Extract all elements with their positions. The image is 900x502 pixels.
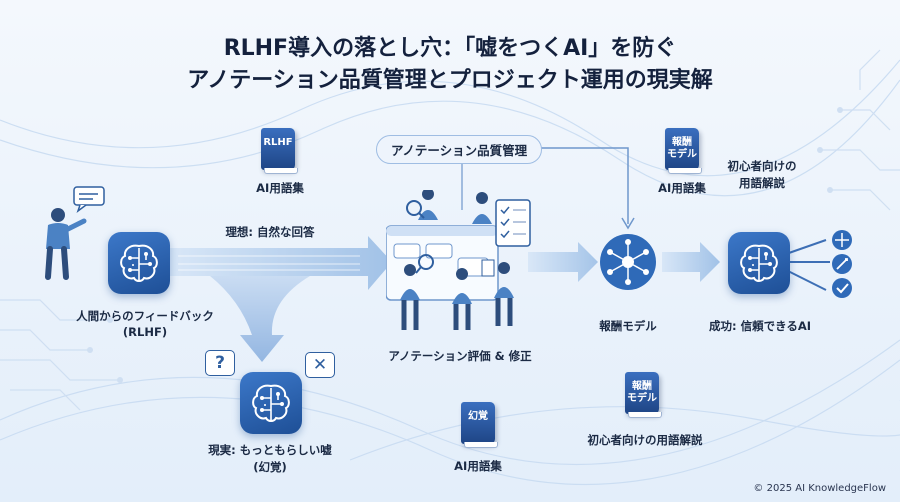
title-line-2: アノテーション品質管理とプロジェクト運用の現実解: [187, 68, 713, 93]
human-annotator-icon: [45, 186, 105, 280]
output-checks-icons: [832, 230, 852, 298]
question-bubble-icon: ?: [205, 350, 235, 376]
book-cover-line2: モデル: [627, 393, 657, 404]
hallucination-label: (幻覚): [253, 460, 287, 474]
reward-model-book-bottom-icon: 報酬モデル: [625, 372, 662, 418]
title-line-1: RLHF導入の落とし穴：「嘘をつくAI」を防ぐ: [223, 36, 677, 61]
reward-book-caption: AI用語集: [658, 181, 706, 195]
hallucination-brain-icon: [240, 372, 302, 434]
annotation-quality-pill: アノテーション品質管理: [376, 135, 543, 164]
glossary-note-bottom: 初心者向けの用語解説: [587, 433, 703, 447]
book-cover-text: 幻覚: [468, 411, 488, 422]
rlhf-glossary-book-icon: RLHF: [261, 128, 298, 174]
reality-label: 現実: もっともらしい嘘: [208, 443, 332, 457]
annotation-eval-label: アノテーション評価 & 修正: [388, 349, 532, 363]
cross-bubble-icon: ✕: [305, 352, 335, 378]
rlhf-brain-icon: [108, 232, 170, 294]
reward-model-book-icon: 報酬モデル: [665, 128, 702, 174]
human-feedback-label: 人間からのフィードバック: [76, 309, 214, 323]
success-brain-icon: [728, 232, 790, 294]
reward-model-label: 報酬モデル: [599, 319, 657, 333]
main-flow-arrow: [170, 236, 392, 290]
reward-model-network-icon: [600, 234, 656, 290]
annotation-team-illustration: [386, 190, 531, 330]
hallucination-glossary-book-icon: 幻覚: [461, 402, 498, 448]
book-cover-line1: 報酬: [632, 381, 652, 392]
book-cover-text: RLHF: [263, 137, 293, 148]
reward-to-success-arrow: [662, 242, 720, 282]
glossary-note-line1: 初心者向けの: [727, 159, 797, 173]
book-cover-line2: モデル: [667, 149, 697, 160]
branch-to-reality-arrow: [210, 276, 310, 362]
rlhf-book-caption: AI用語集: [256, 181, 304, 195]
eval-to-reward-arrow: [528, 242, 598, 282]
rlhf-label: (RLHF): [122, 325, 168, 339]
copyright-footer: © 2025 AI KnowledgeFlow: [753, 483, 886, 494]
quality-to-reward-line: [540, 147, 629, 224]
hallucination-book-caption: AI用語集: [454, 459, 502, 473]
ideal-path-label: 理想: 自然な回答: [225, 225, 315, 239]
success-label: 成功: 信頼できるAI: [708, 319, 812, 333]
glossary-note-line2: 用語解説: [739, 176, 785, 190]
book-cover-line1: 報酬: [672, 137, 692, 148]
